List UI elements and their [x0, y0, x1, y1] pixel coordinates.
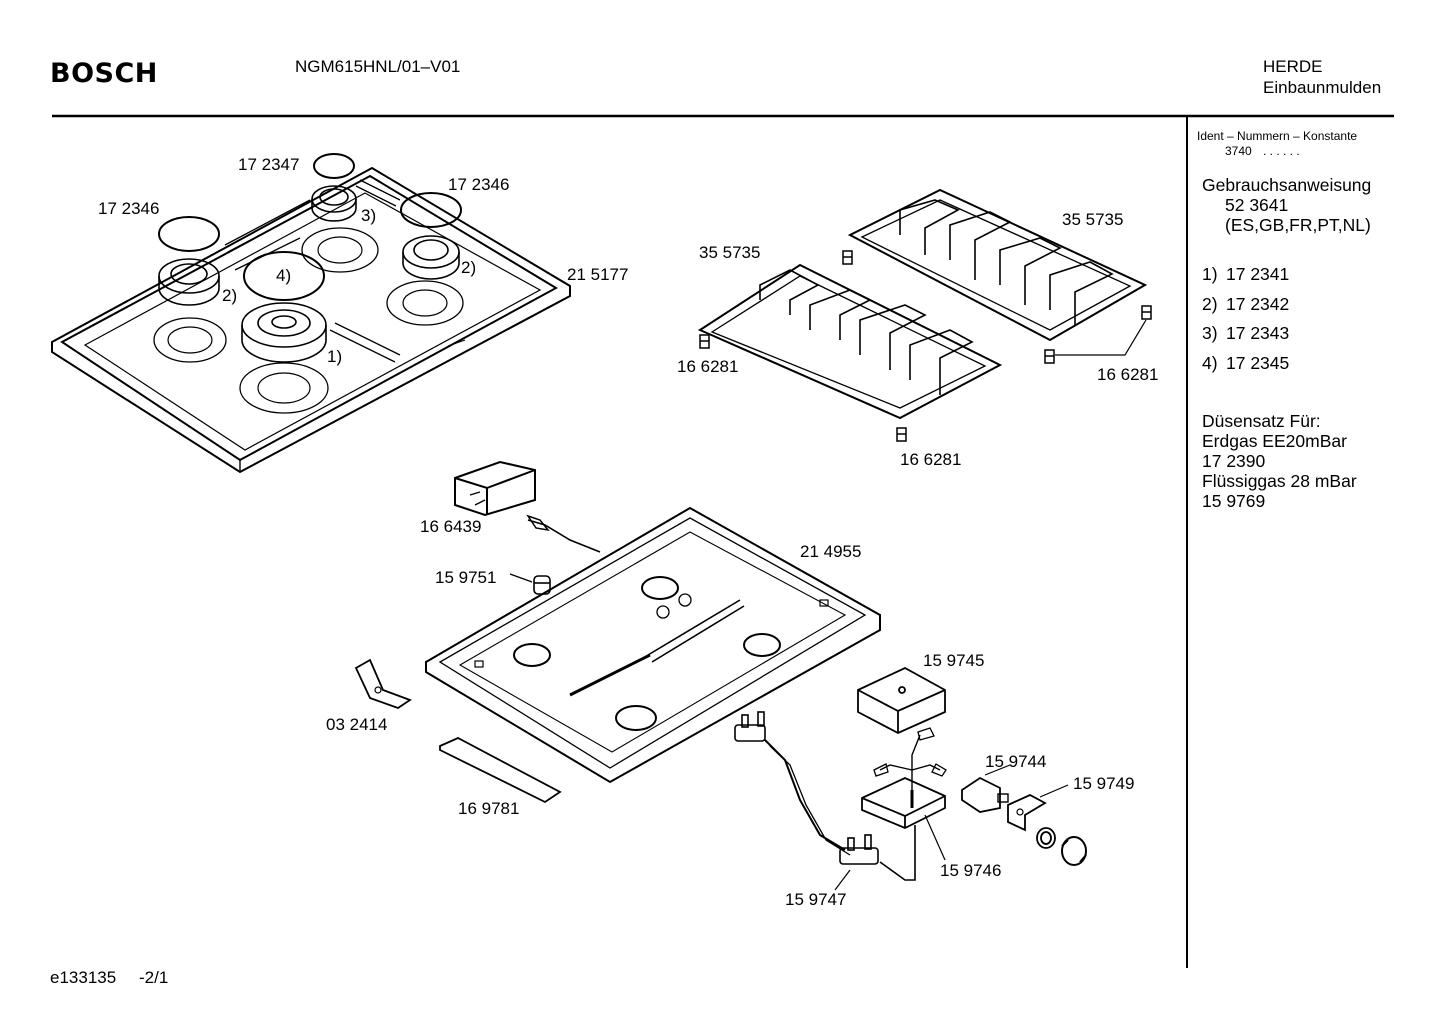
legend-part-1: 17 2341	[1226, 264, 1290, 284]
rubber-foot-4	[1044, 349, 1055, 364]
nozzle-title: Düsensatz Für:	[1202, 411, 1321, 431]
ident-title: Ident – Nummern – Konstante	[1197, 129, 1358, 143]
label-foot-left: 16 6281	[677, 357, 739, 376]
legend-part-3: 17 2343	[1226, 323, 1290, 343]
label-connector: 15 9751	[435, 568, 497, 587]
rubber-foot-3	[1141, 305, 1152, 320]
nozzle-part-1: 17 2390	[1202, 451, 1266, 471]
brand-logo: BOSCH	[50, 58, 158, 89]
label-box: 16 6439	[420, 517, 482, 536]
seal-strip	[439, 736, 562, 804]
mounting-bracket	[354, 658, 412, 709]
burner-cap-top	[313, 153, 355, 179]
label-cap-top: 17 2347	[238, 155, 300, 174]
label-cover: 15 9745	[923, 651, 985, 670]
label-switch: 15 9744	[985, 752, 1047, 771]
burner-tray	[425, 506, 881, 784]
label-grate-left: 35 5735	[699, 243, 761, 262]
label-valve: 15 9747	[785, 890, 847, 909]
manual-number: 52 3641	[1225, 195, 1289, 215]
nozzle-part-2: 15 9769	[1202, 491, 1266, 511]
burner-medium-left	[158, 258, 220, 306]
burner-cap-large	[243, 251, 325, 301]
label-strip: 16 9781	[458, 799, 520, 818]
model-number: NGM615HNL/01–V01	[295, 57, 461, 76]
cover-plate	[857, 666, 946, 734]
footer-code: e133135	[50, 968, 117, 987]
label-cap-left: 17 2346	[98, 199, 160, 218]
legend-key-4: 4)	[1202, 353, 1218, 373]
junction-box	[454, 460, 536, 517]
label-ref-2-right: 2)	[461, 258, 477, 277]
burner-small-top	[311, 185, 357, 222]
rubber-foot-5	[896, 427, 907, 442]
gas-valve-upper	[734, 711, 766, 742]
manual-title: Gebrauchsanweisung	[1202, 175, 1372, 195]
burner-large-front	[241, 302, 327, 363]
label-ignition: 15 9746	[940, 861, 1002, 880]
subcategory-title: Einbaunmulden	[1263, 78, 1382, 97]
gas-valve-lower	[839, 834, 879, 865]
footer-page: -2/1	[139, 968, 169, 987]
pan-support-right	[847, 188, 1148, 342]
hob-top-plate	[51, 166, 571, 474]
label-plate: 15 9749	[1073, 774, 1135, 793]
ident-dots: . . . . . .	[1263, 144, 1300, 158]
label-ref-4: 4)	[276, 266, 292, 285]
nozzle-gas-1: Erdgas EE20mBar	[1202, 431, 1347, 451]
pan-support-left	[697, 263, 1003, 420]
label-ref-3: 3)	[361, 206, 377, 225]
label-hob-top: 21 5177	[567, 265, 629, 284]
nozzle-gas-2: Flüssiggas 28 mBar	[1202, 471, 1357, 491]
label-grate-right: 35 5735	[1062, 210, 1124, 229]
label-tray: 21 4955	[800, 542, 862, 561]
label-ref-2-left: 2)	[222, 286, 238, 305]
ident-value: 3740	[1225, 144, 1252, 158]
legend-key-1: 1)	[1202, 264, 1218, 284]
legend-key-2: 2)	[1202, 294, 1218, 314]
label-cap-right: 17 2346	[448, 175, 510, 194]
label-bracket: 03 2414	[326, 715, 388, 734]
category-title: HERDE	[1263, 57, 1323, 76]
label-foot-right: 16 6281	[1097, 365, 1159, 384]
cable	[527, 519, 601, 553]
legend-part-2: 17 2342	[1226, 294, 1290, 314]
legend-part-4: 17 2345	[1226, 353, 1290, 373]
rubber-foot-1	[842, 250, 853, 265]
rotary-switch	[961, 776, 1009, 813]
label-foot-bottom: 16 6281	[900, 450, 962, 469]
switch-plate	[1007, 793, 1047, 832]
rubber-foot-2	[699, 334, 710, 349]
manual-languages: (ES,GB,FR,PT,NL)	[1225, 215, 1371, 235]
spindle-bushing	[1036, 827, 1056, 849]
burner-medium-right	[402, 235, 460, 280]
ignition-unit	[861, 777, 946, 829]
burner-cap-right	[400, 192, 462, 228]
label-ref-1: 1)	[327, 347, 343, 366]
legend-key-3: 3)	[1202, 323, 1218, 343]
gas-pipe	[764, 739, 846, 851]
burner-cap-left	[158, 216, 220, 252]
control-knob	[1061, 836, 1087, 866]
